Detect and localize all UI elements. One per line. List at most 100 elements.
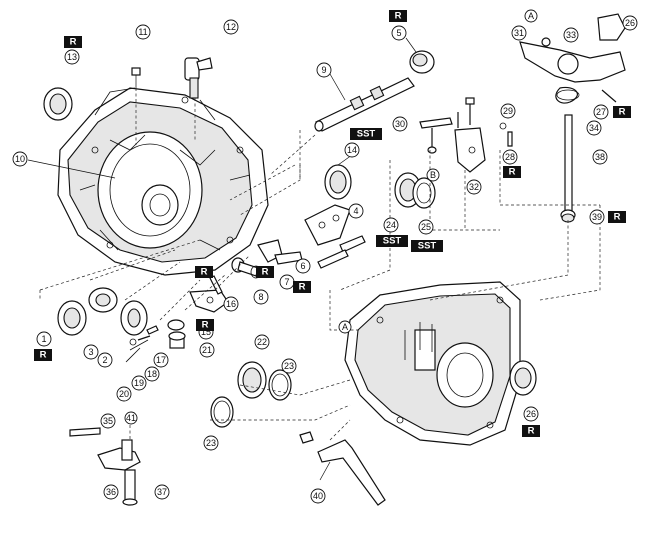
callout-31: 30: [392, 116, 408, 132]
clutch-housing: [57, 87, 269, 276]
svg-text:SST: SST: [418, 241, 437, 252]
callout-7: 7: [279, 274, 295, 290]
callout-28: 27: [593, 104, 609, 120]
callout-1: 1: [36, 331, 52, 347]
svg-text:32: 32: [469, 182, 479, 192]
callout-40: 39: [589, 209, 605, 225]
callout-12: 12: [223, 19, 239, 35]
callout-34: 33: [563, 27, 579, 43]
callout-24: 24: [383, 217, 399, 233]
svg-text:17: 17: [156, 355, 166, 365]
callout-30: 29: [500, 103, 516, 119]
tag-r-top: R: [389, 10, 407, 22]
oil-seal-14: [324, 154, 353, 200]
race-22: [237, 361, 267, 399]
svg-text:16: 16: [226, 299, 236, 309]
svg-text:27: 27: [596, 107, 606, 117]
svg-text:3: 3: [88, 347, 93, 357]
cap-5: [405, 37, 435, 74]
callout-18: 18: [144, 366, 160, 382]
svg-text:B: B: [430, 170, 436, 180]
shift-fork-16: [189, 275, 229, 313]
svg-text:R: R: [201, 267, 208, 278]
callout-29: 28: [502, 149, 518, 165]
svg-text:R: R: [299, 282, 306, 293]
callout-10: 10: [12, 151, 28, 167]
svg-text:6: 6: [300, 261, 305, 271]
svg-text:33: 33: [566, 30, 576, 40]
svg-text:21: 21: [202, 345, 212, 355]
spring-38: [122, 469, 138, 506]
shift-lever-assembly: [519, 13, 626, 223]
svg-text:29: 29: [503, 106, 513, 116]
tag-r-1: R: [34, 349, 52, 361]
bearing-3: [88, 287, 118, 313]
tag-r-40: R: [608, 211, 626, 223]
select-lever-37: [69, 425, 141, 471]
svg-text:10: 10: [15, 154, 25, 164]
callout-23a: 23: [281, 358, 297, 374]
svg-text:5: 5: [396, 28, 401, 38]
svg-text:R: R: [70, 37, 77, 48]
svg-text:22: 22: [257, 337, 267, 347]
tag-r-8: R: [256, 266, 274, 278]
callout-41: 40: [310, 488, 326, 504]
transaxle-case: [344, 281, 521, 446]
svg-text:R: R: [528, 426, 535, 437]
svg-text:23: 23: [284, 361, 294, 371]
tag-r-6: R: [293, 281, 311, 293]
oil-baffle-41: [299, 431, 386, 506]
callout-26: 26: [523, 406, 539, 422]
svg-text:7: 7: [284, 277, 289, 287]
callout-4: 4: [348, 203, 364, 219]
callout-21: 21: [199, 342, 215, 358]
tag-r-21: R: [196, 319, 214, 331]
tag-sst-24: SST: [376, 235, 408, 247]
tag-r-16: R: [195, 266, 213, 278]
callout-6: 6: [295, 258, 311, 274]
drain-plug-21: [167, 319, 186, 349]
svg-text:37: 37: [157, 487, 167, 497]
oil-seal-26: [509, 360, 537, 396]
callout-38: 37: [154, 484, 170, 500]
svg-text:A: A: [528, 11, 534, 21]
callout-20: 20: [116, 386, 132, 402]
speed-sensor-12: [184, 57, 213, 140]
callout-36: 35: [100, 413, 116, 429]
svg-text:35: 35: [103, 416, 113, 426]
svg-text:36: 36: [106, 487, 116, 497]
callout-3: 3: [83, 344, 99, 360]
svg-text:R: R: [395, 11, 402, 22]
callout-32: 31: [511, 25, 527, 41]
callout-11: 11: [135, 24, 151, 40]
callout-39: 38: [592, 149, 608, 165]
tag-sst-14: SST: [350, 128, 382, 140]
callout-16: 16: [223, 296, 239, 312]
svg-text:26: 26: [625, 18, 635, 28]
callout-2: 2: [97, 352, 113, 368]
svg-text:24: 24: [386, 220, 396, 230]
svg-text:31: 31: [514, 28, 524, 38]
callout-A-case: A: [338, 320, 352, 334]
svg-text:4: 4: [353, 206, 358, 216]
callout-22: 22: [254, 334, 270, 350]
callout-37: 36: [103, 484, 119, 500]
svg-text:18: 18: [147, 369, 157, 379]
svg-text:A: A: [342, 322, 348, 332]
callout-B-arm: B: [426, 168, 440, 182]
svg-text:SST: SST: [357, 129, 376, 140]
svg-text:41: 41: [126, 413, 136, 423]
tag-r-26: R: [522, 425, 540, 437]
callout-13: 13: [64, 49, 80, 65]
tag-r-13: R: [64, 36, 82, 48]
callout-5: 5: [391, 25, 407, 41]
callout-9: 9: [316, 62, 332, 78]
svg-text:28: 28: [505, 152, 515, 162]
svg-text:1: 1: [41, 334, 46, 344]
svg-text:23: 23: [206, 438, 216, 448]
svg-text:26: 26: [526, 409, 536, 419]
callout-23b: 23: [203, 435, 219, 451]
svg-text:9: 9: [321, 65, 326, 75]
bracket-33: [454, 97, 486, 173]
